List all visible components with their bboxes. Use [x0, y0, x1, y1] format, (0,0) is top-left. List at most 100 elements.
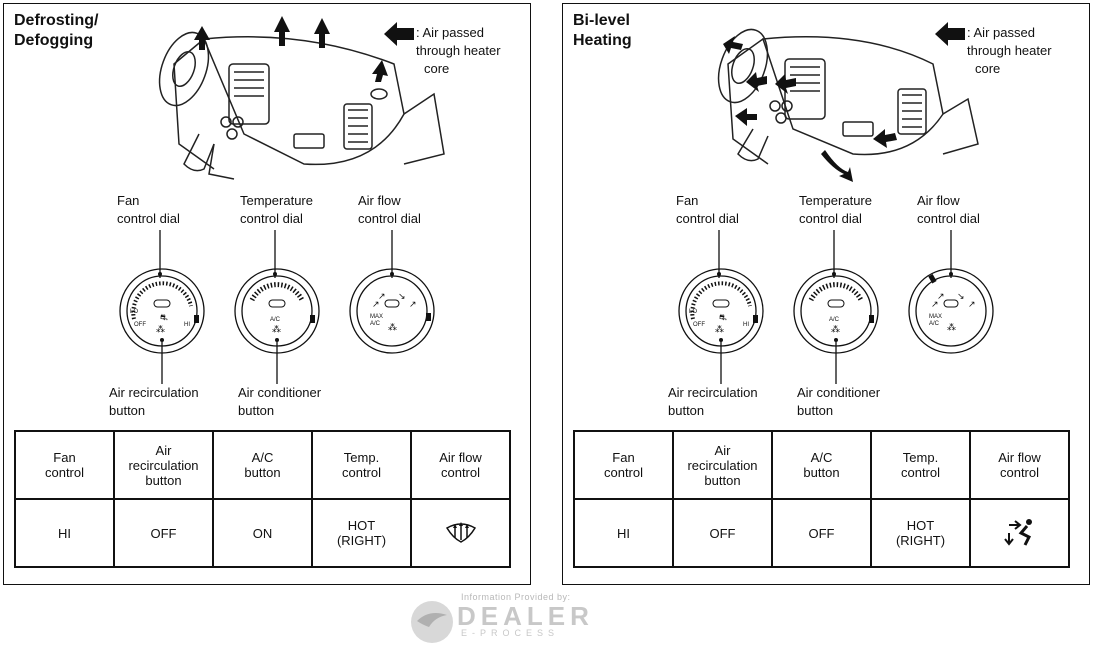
svg-text:↗: ↗: [931, 299, 939, 309]
svg-text:⁂: ⁂: [388, 322, 397, 332]
footer-provided-text: Information Provided by:: [461, 592, 571, 602]
value-flow: [969, 498, 1070, 568]
title-line-2: Defogging: [14, 32, 94, 49]
title-line-1: Bi-level: [573, 12, 630, 29]
value-recirc: OFF: [113, 498, 214, 568]
dial-lo: LO: [130, 309, 138, 315]
svg-text:⁂: ⁂: [831, 324, 840, 334]
dial-lo: LO: [689, 309, 697, 315]
svg-text:⁂: ⁂: [715, 324, 724, 334]
ac-button-label: Air conditioner button: [238, 384, 321, 420]
cell-line: ON: [252, 525, 273, 541]
cell-line: HOT: [906, 518, 935, 533]
legend-line: through heater: [416, 43, 501, 58]
label-line: button: [668, 403, 705, 418]
dial-hi: HI: [743, 322, 749, 328]
svg-text:↘: ↘: [398, 291, 406, 301]
cell-line: (RIGHT): [336, 533, 387, 548]
cell-line: button: [704, 472, 741, 488]
cell-line: OFF: [709, 525, 736, 541]
dashboard-illustration: [158, 16, 445, 180]
cell-line: control: [603, 465, 644, 480]
fan-dial-label: Fan control dial: [117, 192, 180, 228]
value-recirc: OFF: [672, 498, 773, 568]
cell-line: Air flow: [439, 450, 482, 465]
recirc-button-label: Air recirculation button: [668, 384, 758, 420]
temp-dial-label: Temperature control dial: [240, 192, 313, 228]
dial-max-ac: A/C: [370, 321, 381, 327]
cell-line: control: [440, 465, 481, 480]
label-line: button: [109, 403, 146, 418]
panel-title: Defrosting/ Defogging: [14, 11, 154, 51]
label-line: Temperature: [240, 193, 313, 208]
label-line: Air conditioner: [797, 385, 881, 400]
dashboard-illustration: [717, 28, 979, 182]
cell-line: control: [341, 465, 382, 480]
cell-line: Temp.: [343, 450, 380, 465]
logo-emblem-icon: [411, 601, 453, 643]
cell-line: button: [145, 472, 182, 488]
panel-title: Bi-level Heating: [573, 11, 713, 51]
svg-text:⁂: ⁂: [272, 324, 281, 334]
cell-line: Temp.: [902, 450, 939, 465]
bi-level-icon: [1003, 518, 1032, 546]
footer-sub: E-PROCESS: [461, 628, 560, 638]
value-temp: HOT(RIGHT): [311, 498, 412, 568]
legend-line: core: [424, 61, 450, 76]
svg-text:⁂: ⁂: [156, 324, 165, 334]
cell-line: Air: [155, 442, 172, 458]
label-line: Air recirculation: [109, 385, 199, 400]
title-line-1: Defrosting/: [14, 12, 99, 29]
cell-line: control: [44, 465, 85, 480]
legend-line: core: [975, 61, 1001, 76]
label-line: Fan: [117, 193, 140, 208]
cell-line: HOT: [347, 518, 376, 533]
cell-line: A/C: [251, 450, 274, 465]
cell-line: Fan: [53, 450, 76, 465]
svg-text:⁂: ⁂: [947, 322, 956, 332]
label-line: Air conditioner: [238, 385, 322, 400]
label-line: control dial: [240, 211, 303, 226]
label-line: control dial: [358, 211, 421, 226]
value-ac: OFF: [771, 498, 872, 568]
legend-line: through heater: [967, 43, 1052, 58]
svg-text:⛐: ⛐: [719, 312, 727, 322]
value-flow: [410, 498, 511, 568]
label-line: control dial: [117, 211, 180, 226]
legend-arrow-icon: [384, 22, 414, 46]
control-dials: LO OFF HI A/C MAX A/C ⁂⁂⁂ ⛐ ↗↘ ↗↗: [119, 230, 435, 384]
dial-ac: A/C: [829, 317, 840, 323]
footer-brand: DEALER: [457, 601, 594, 631]
label-line: Fan: [676, 193, 699, 208]
dial-off: OFF: [693, 322, 705, 328]
cell-line: OFF: [808, 525, 835, 541]
ac-button-label: Air conditioner button: [797, 384, 880, 420]
air-flow-control-dial[interactable]: [908, 268, 994, 354]
header-temp: Temp.control: [311, 430, 412, 500]
defrost-icon: [445, 521, 476, 543]
cell-line: OFF: [150, 525, 177, 541]
cell-line: HI: [617, 525, 630, 541]
value-temp: HOT(RIGHT): [870, 498, 971, 568]
label-line: Air recirculation: [668, 385, 758, 400]
label-line: control dial: [917, 211, 980, 226]
cell-line: button: [244, 465, 281, 480]
flow-dial-label: Air flow control dial: [358, 192, 421, 228]
legend-text: : Air passed through heater core: [967, 24, 1077, 78]
dial-off: OFF: [134, 322, 146, 328]
cell-line: control: [900, 465, 941, 480]
cell-line: Fan: [612, 450, 635, 465]
legend-line: : Air passed: [416, 25, 484, 40]
cell-line: Air: [714, 442, 731, 458]
temp-dial-label: Temperature control dial: [799, 192, 872, 228]
legend-arrow-icon: [935, 22, 965, 46]
cell-line: A/C: [810, 450, 833, 465]
svg-text:⛐: ⛐: [160, 312, 168, 322]
air-flow-control-dial[interactable]: [349, 268, 435, 354]
